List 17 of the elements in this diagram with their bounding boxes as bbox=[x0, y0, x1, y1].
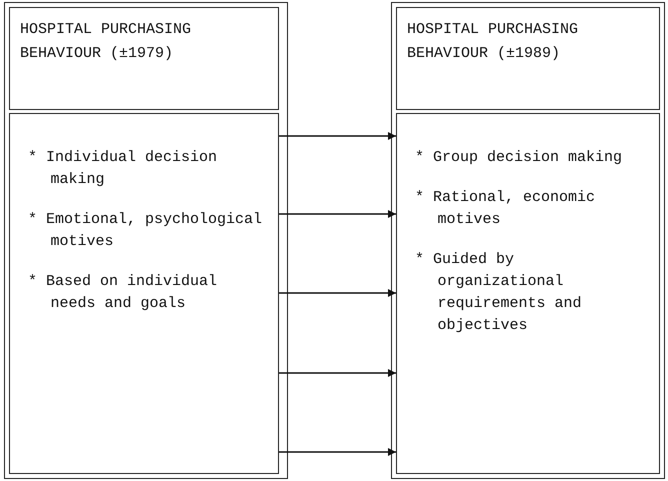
bullet-text: * Guided by organizational requirements and objectives bbox=[415, 250, 583, 336]
header-box bbox=[396, 7, 660, 110]
bullet-text: * Rational, economic motives bbox=[415, 188, 596, 230]
heading-text: HOSPITAL PURCHASING BEHAVIOUR (±1979) bbox=[20, 20, 192, 64]
bullet-text: * Based on individual needs and goals bbox=[28, 272, 218, 314]
bullet-text: * Group decision making bbox=[415, 148, 622, 168]
arrow bbox=[279, 369, 396, 377]
arrow bbox=[279, 289, 396, 297]
header-box bbox=[9, 7, 279, 110]
content-box bbox=[396, 113, 660, 474]
arrow bbox=[279, 132, 396, 140]
arrow bbox=[279, 210, 396, 218]
heading-text: HOSPITAL PURCHASING BEHAVIOUR (±1989) bbox=[407, 20, 580, 64]
bullet-text: * Individual decision making bbox=[28, 148, 218, 190]
arrow bbox=[279, 448, 396, 456]
bullet-text: * Emotional, psychological motives bbox=[28, 210, 264, 252]
content-box bbox=[9, 113, 279, 474]
